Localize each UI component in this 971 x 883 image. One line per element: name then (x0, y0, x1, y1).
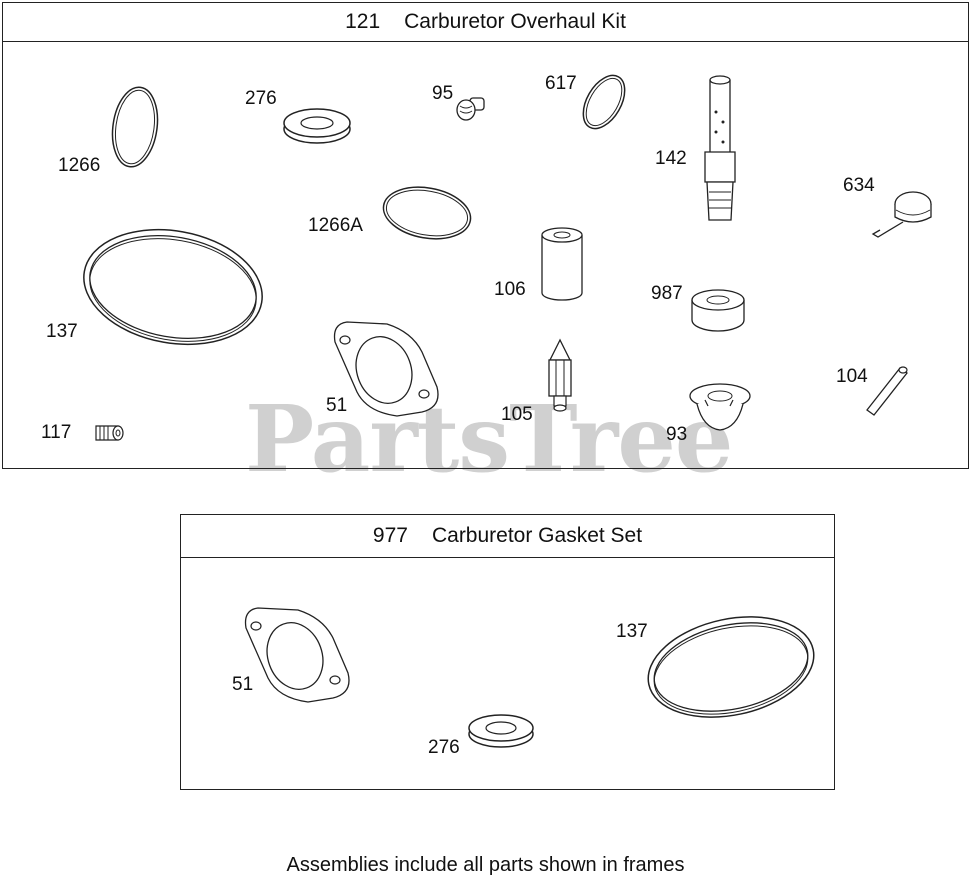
part-label-276[interactable]: 276 (245, 88, 277, 109)
part-label-137[interactable]: 137 (46, 321, 78, 342)
part-label-51[interactable]: 51 (326, 395, 348, 416)
set-part-label-51[interactable]: 51 (232, 674, 254, 695)
part-label-987[interactable]: 987 (651, 283, 683, 304)
part-137-ring-drawing[interactable] (78, 225, 268, 350)
overhaul-kit-title: Carburetor Overhaul Kit (404, 10, 626, 33)
gasket-set-header: 977 Carburetor Gasket Set (181, 515, 834, 558)
gasket-set-number: 977 (372, 524, 408, 547)
gasket-set-title: Carburetor Gasket Set (431, 524, 643, 547)
set-part-276-washer-drawing[interactable] (466, 710, 536, 750)
part-label-106[interactable]: 106 (494, 279, 526, 300)
footer-note: Assemblies include all parts shown in fr… (286, 854, 685, 876)
overhaul-kit-header: 121 Carburetor Overhaul Kit (3, 3, 968, 42)
part-label-105[interactable]: 105 (501, 404, 533, 425)
part-label-634[interactable]: 634 (843, 175, 875, 196)
part-label-142[interactable]: 142 (655, 148, 687, 169)
set-part-label-137[interactable]: 137 (616, 621, 648, 642)
part-label-617[interactable]: 617 (545, 73, 577, 94)
part-987-collar-drawing[interactable] (688, 288, 748, 336)
part-93-seat-drawing[interactable] (685, 378, 755, 438)
watermark: PartsTree (245, 385, 733, 493)
part-95-screw-drawing[interactable] (452, 92, 492, 132)
part-label-95[interactable]: 95 (432, 83, 454, 104)
part-634-spring-drawing[interactable] (868, 182, 938, 247)
part-117-fitting-drawing[interactable] (92, 420, 128, 446)
part-label-117[interactable]: 117 (41, 422, 72, 443)
set-part-137-ring-drawing[interactable] (643, 612, 823, 722)
overhaul-kit-frame: 121 Carburetor Overhaul Kit (2, 2, 969, 469)
part-105-needle-drawing[interactable] (540, 338, 580, 418)
part-1266-oring-drawing[interactable] (105, 85, 165, 170)
overhaul-kit-number: 121 (345, 10, 381, 33)
part-label-93[interactable]: 93 (666, 424, 688, 445)
part-51-gasket-drawing[interactable] (327, 312, 447, 422)
gasket-set-frame: 977 Carburetor Gasket Set (180, 514, 835, 790)
part-label-104[interactable]: 104 (836, 366, 868, 387)
part-142-tube-drawing[interactable] (695, 72, 745, 232)
part-106-cylinder-drawing[interactable] (537, 225, 587, 305)
set-part-51-gasket-drawing[interactable] (238, 598, 358, 708)
part-276-washer-drawing[interactable] (282, 105, 352, 145)
part-label-1266[interactable]: 1266 (58, 155, 101, 176)
set-part-label-276[interactable]: 276 (428, 737, 460, 758)
part-104-pin-drawing[interactable] (862, 360, 912, 420)
part-617-oring-drawing[interactable] (574, 70, 634, 135)
part-label-1266A[interactable]: 1266A (308, 215, 363, 236)
part-1266A-oring-drawing[interactable] (380, 183, 475, 243)
